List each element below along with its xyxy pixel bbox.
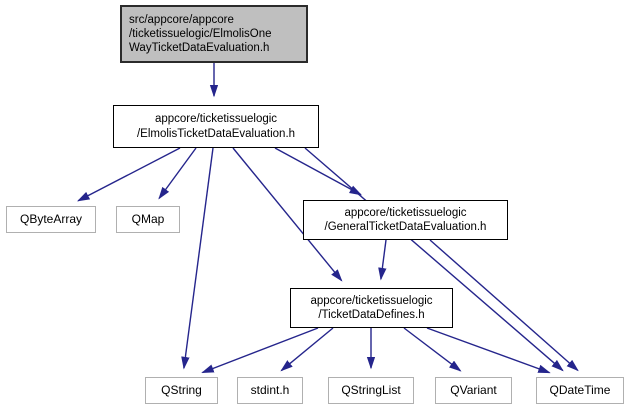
graph-node-qbytearray[interactable]: QByteArray — [6, 206, 96, 233]
graph-node-label: QDateTime — [549, 383, 611, 398]
graph-edge-defines-to-stdint — [280, 327, 334, 372]
graph-node-label: QString — [161, 383, 202, 398]
graph-node-label: stdint.h — [250, 383, 290, 398]
graph-edge-elmolis-to-qbytearray — [76, 147, 181, 202]
graph-node-qvariant[interactable]: QVariant — [435, 377, 512, 404]
graph-node-label: src/appcore/appcore /ticketissuelogic/El… — [129, 13, 272, 54]
graph-node-label: appcore/ticketissuelogic /ElmolisTicketD… — [136, 113, 296, 140]
graph-node-qstringlist[interactable]: QStringList — [328, 377, 414, 404]
graph-edge-elmolis-to-qmap — [158, 147, 197, 200]
graph-edge-defines-to-qstring — [201, 327, 319, 374]
graph-edge-defines-to-qvariant — [403, 327, 462, 372]
graph-edge-general-to-defines — [378, 239, 387, 281]
graph-edge-general-to-qdatetime — [429, 239, 579, 372]
graph-edge-defines-to-qdatetime — [426, 327, 551, 374]
graph-node-qmap[interactable]: QMap — [116, 206, 180, 233]
graph-node-label: QStringList — [341, 383, 401, 398]
graph-node-general[interactable]: appcore/ticketissuelogic /GeneralTicketD… — [303, 200, 508, 240]
graph-edge-elmolis-to-defines — [232, 147, 343, 282]
graph-edge-elmolis-to-qstring — [181, 147, 214, 370]
graph-node-qstring[interactable]: QString — [145, 377, 218, 404]
graph-node-label: QMap — [131, 212, 165, 227]
graph-node-root[interactable]: src/appcore/appcore /ticketissuelogic/El… — [120, 5, 308, 63]
graph-node-label: QVariant — [450, 383, 497, 398]
graph-node-label: appcore/ticketissuelogic /TicketDataDefi… — [310, 294, 433, 321]
edges-group — [76, 63, 579, 374]
graph-node-elmolis[interactable]: appcore/ticketissuelogic /ElmolisTicketD… — [113, 105, 319, 148]
graph-node-qdatetime[interactable]: QDateTime — [536, 377, 624, 404]
graph-edge-elmolis-to-general — [274, 147, 363, 196]
graph-node-defines[interactable]: appcore/ticketissuelogic /TicketDataDefi… — [290, 288, 453, 328]
graph-node-label: appcore/ticketissuelogic /GeneralTicketD… — [324, 206, 487, 233]
graph-node-label: QByteArray — [19, 212, 82, 227]
graph-edge-elmolis-to-qdatetime — [304, 147, 564, 372]
graph-node-stdint[interactable]: stdint.h — [237, 377, 303, 404]
